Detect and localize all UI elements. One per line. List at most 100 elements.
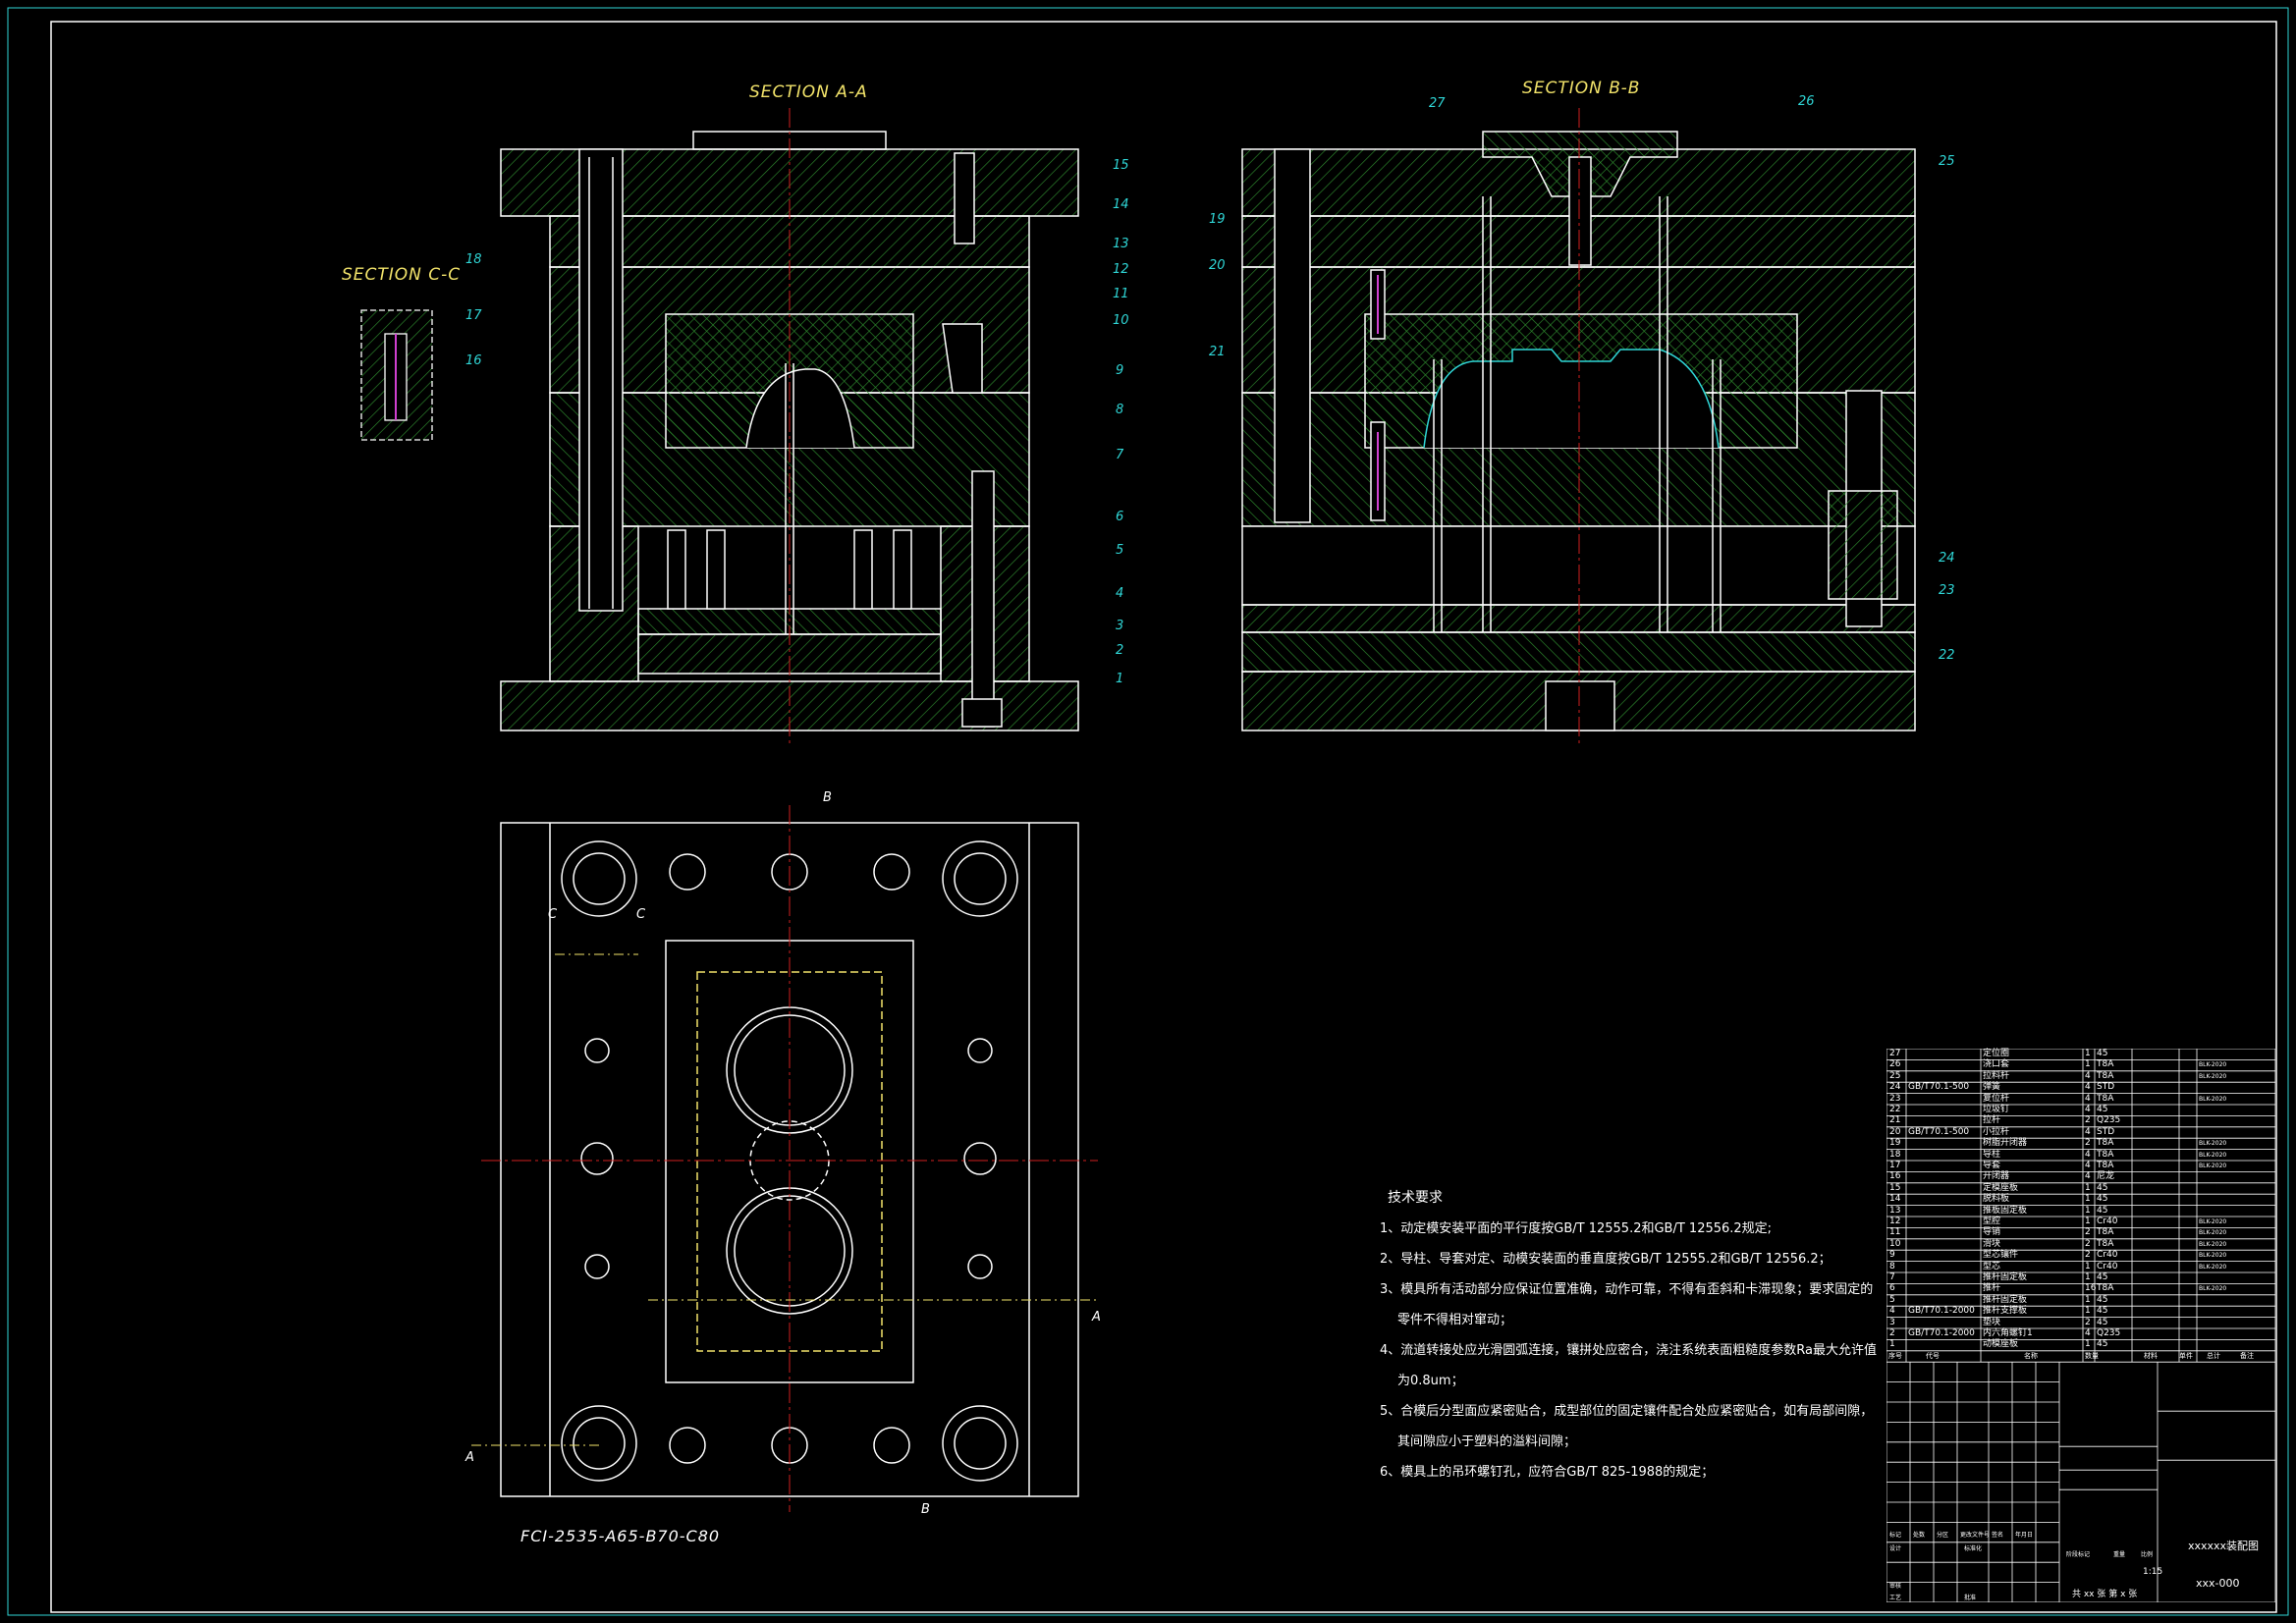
callout-1: 1 [1116, 672, 1124, 686]
bom-cell-no: 4 [1889, 1306, 1895, 1317]
bom-cell-mat: 45 [2097, 1306, 2108, 1317]
bom-cell-note: BLK-2020 [2199, 1285, 2227, 1293]
callout-20: 20 [1209, 258, 1226, 273]
bom-cell-mat: 45 [2097, 1272, 2108, 1282]
bom-cell-no: 13 [1889, 1205, 1901, 1216]
bom-cell-mat: 45 [2097, 1205, 2108, 1216]
bom-cell-note: BLK-2020 [2199, 1095, 2227, 1103]
bom-cell-name: 推杆固定板 [1983, 1294, 2028, 1305]
bom-cell-name: 型芯 [1983, 1261, 2001, 1271]
bom-header-qty: 数量 [2085, 1351, 2099, 1360]
outer-frame [7, 7, 2289, 1616]
bom-cell-name: 垃圾钉 [1983, 1105, 2010, 1114]
bom-cell-no: 21 [1889, 1115, 1901, 1126]
title-block-label: 更改文件号 [1960, 1532, 1991, 1539]
bom-cell-no: 2 [1889, 1328, 1895, 1338]
bom-cell-std: GB/T70.1-500 [1908, 1082, 1970, 1093]
callout-12: 12 [1113, 262, 1129, 277]
callout-19: 19 [1209, 212, 1226, 227]
bom-cell-qty: 1 [2085, 1272, 2091, 1282]
callout-21: 21 [1209, 345, 1226, 359]
tech-req-title: 技术要求 [1388, 1190, 1443, 1206]
cut-mark-b-bottom: B [921, 1502, 930, 1517]
bom-cell-qty: 1 [2085, 1049, 2091, 1058]
bom-cell-mat: STD [2097, 1082, 2115, 1093]
bom-cell-qty: 4 [2085, 1082, 2091, 1093]
tech-req-item: 3、模具所有活动部分应保证位置准确，动作可靠，不得有歪斜和卡滞现象；要求固定的 [1380, 1282, 1874, 1297]
bom-cell-name: 定位圈 [1983, 1049, 2010, 1058]
bom-cell-mat: Cr40 [2097, 1261, 2118, 1271]
tech-req-item: 其间隙应小于塑料的溢料间隙； [1397, 1434, 1577, 1449]
bom-cell-note: BLK-2020 [2199, 1252, 2227, 1260]
section-cc-title: SECTION C-C [342, 265, 462, 285]
bom-cell-no: 11 [1889, 1227, 1901, 1238]
bom-cell-qty: 2 [2085, 1227, 2091, 1238]
bom-cell-name: 定模座板 [1983, 1182, 2019, 1193]
bom-cell-name: 弹簧 [1983, 1082, 2001, 1093]
bom-cell-no: 5 [1889, 1294, 1895, 1305]
bom-cell-qty: 4 [2085, 1149, 2091, 1160]
mold-base-code: FCI-2535-A65-B70-C80 [520, 1527, 721, 1545]
bom-cell-qty: 4 [2085, 1328, 2091, 1338]
drawing-scale: 1:15 [2143, 1567, 2163, 1577]
title-block-label: 标记 [1889, 1532, 1902, 1539]
bom-cell-note: BLK-2020 [2199, 1163, 2227, 1169]
bom-cell-mat: STD [2097, 1126, 2115, 1137]
bom-cell-qty: 1 [2085, 1261, 2091, 1271]
bom-cell-mat: 45 [2097, 1339, 2108, 1350]
section-aa-title: SECTION A-A [749, 82, 868, 102]
callout-2: 2 [1116, 643, 1124, 658]
callout-3: 3 [1116, 619, 1124, 633]
callout-22: 22 [1939, 648, 1955, 663]
bom-cell-no: 20 [1889, 1126, 1901, 1137]
bom-cell-note: BLK-2020 [2199, 1140, 2227, 1148]
bom-header-mat: 材料 [2144, 1351, 2158, 1360]
bom-cell-name: 复位杆 [1983, 1093, 2010, 1104]
bom-cell-name: 滑块 [1983, 1238, 2001, 1249]
bom-cell-mat: 45 [2097, 1194, 2108, 1205]
bom-cell-no: 16 [1889, 1171, 1901, 1182]
bom-header-w2: 总计 [2207, 1351, 2220, 1360]
bom-header-w1: 单件 [2179, 1351, 2193, 1360]
bom-cell-note: BLK-2020 [2199, 1061, 2227, 1069]
title-block-label: 年月日 [2015, 1532, 2034, 1539]
callout-6: 6 [1116, 510, 1124, 524]
bom-table [1886, 1049, 2275, 1602]
bom-cell-name: 推板固定板 [1983, 1205, 2028, 1216]
tech-req-item: 1、动定模安装平面的平行度按GB/T 12555.2和GB/T 12556.2规… [1380, 1221, 1773, 1236]
bom-cell-note: BLK-2020 [2199, 1151, 2227, 1159]
tech-req-item: 零件不得相对窜动； [1397, 1313, 1513, 1327]
bom-cell-name: 推杆 [1983, 1283, 2001, 1294]
bom-cell-qty: 4 [2085, 1070, 2091, 1081]
bom-cell-mat: 45 [2097, 1105, 2108, 1114]
section-cc-view [360, 309, 433, 441]
bom-cell-mat: Cr40 [2097, 1250, 2118, 1261]
callout-24: 24 [1939, 551, 1955, 566]
bom-cell-name: 垫块 [1983, 1317, 2001, 1327]
bom-cell-std: GB/T70.1-500 [1908, 1126, 1970, 1137]
tech-req-item: 2、导柱、导套对定、动模安装面的垂直度按GB/T 12555.2和GB/T 12… [1380, 1252, 1831, 1267]
callout-8: 8 [1116, 403, 1124, 417]
callout-16: 16 [465, 353, 482, 368]
bom-cell-qty: 2 [2085, 1250, 2091, 1261]
callout-23: 23 [1939, 583, 1955, 598]
callout-4: 4 [1116, 586, 1124, 601]
bom-cell-std: GB/T70.1-2000 [1908, 1328, 1975, 1338]
callout-27: 27 [1429, 96, 1446, 111]
bom-cell-mat: T8A [2097, 1227, 2114, 1238]
bom-cell-qty: 4 [2085, 1126, 2091, 1137]
bom-cell-no: 7 [1889, 1272, 1895, 1282]
bom-cell-no: 6 [1889, 1283, 1895, 1294]
